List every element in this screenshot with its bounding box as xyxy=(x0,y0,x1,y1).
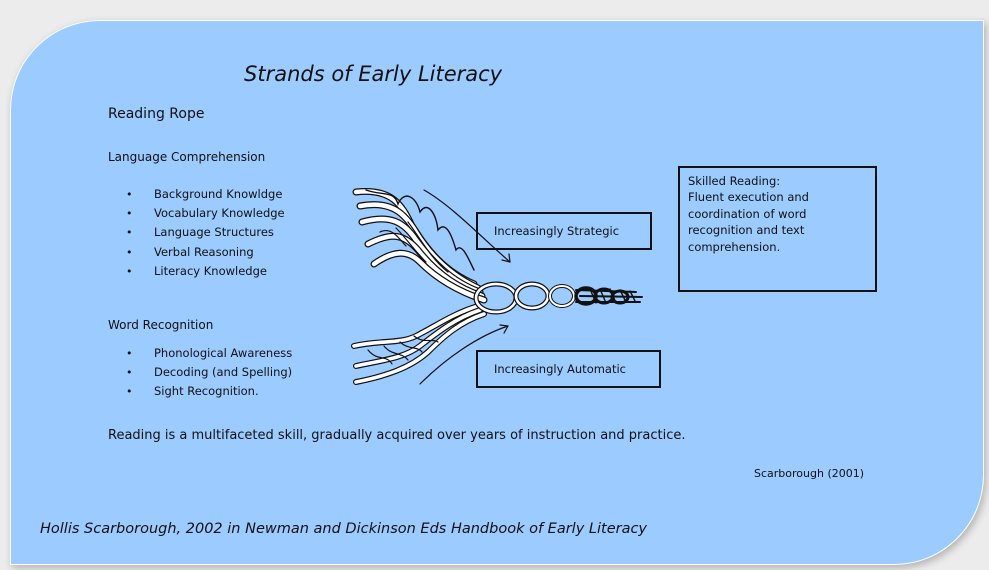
list-item: • Decoding (and Spelling) xyxy=(118,363,292,382)
word-recognition-heading: Word Recognition xyxy=(108,318,214,332)
credit: Scarborough (2001) xyxy=(754,467,865,480)
diagram-subtitle: Reading Rope xyxy=(108,106,205,122)
list-item-label: Literacy Knowledge xyxy=(154,263,267,278)
bullet-icon: • xyxy=(126,347,133,360)
slide-panel xyxy=(10,20,984,565)
automatic-label: Increasingly Automatic xyxy=(494,362,627,376)
list-item: • Verbal Reasoning xyxy=(118,243,285,262)
bullet-icon: • xyxy=(126,226,133,240)
skilled-reading-box: Skilled Reading: Fluent execution and co… xyxy=(678,166,877,292)
list-item: • Literacy Knowledge xyxy=(118,262,285,281)
automatic-arrow xyxy=(419,325,509,385)
slide-title: Strands of Early Literacy xyxy=(244,62,503,86)
caption: Reading is a multifaceted skill, gradual… xyxy=(108,428,686,443)
bullet-icon: • xyxy=(126,366,133,380)
bullet-icon: • xyxy=(126,385,133,399)
list-item-label: Language Structures xyxy=(154,225,274,240)
arrows xyxy=(419,189,511,385)
list-item: • Background Knowldge xyxy=(118,185,285,204)
list-item-label: Phonological Awareness xyxy=(154,346,293,360)
list-item-label: Decoding (and Spelling) xyxy=(154,365,293,380)
braided-rope xyxy=(473,281,643,315)
strategic-label: Increasingly Strategic xyxy=(494,224,620,238)
upper-strands xyxy=(352,187,488,304)
strategic-arrow xyxy=(423,189,511,263)
bullet-icon: • xyxy=(126,188,133,201)
citation: Hollis Scarborough, 2002 in Newman and D… xyxy=(40,521,648,537)
list-item: • Phonological Awareness xyxy=(118,344,292,363)
strategic-box: Increasingly Strategic xyxy=(476,212,652,250)
list-item-label: Verbal Reasoning xyxy=(154,244,254,259)
list-item-label: Sight Recognition. xyxy=(154,384,259,399)
lower-strands xyxy=(351,303,487,385)
bullet-icon: • xyxy=(126,207,133,221)
automatic-box: Increasingly Automatic xyxy=(476,350,661,388)
bullet-icon: • xyxy=(126,245,133,259)
list-item-label: Background Knowldge xyxy=(154,187,283,201)
list-item-label: Vocabulary Knowledge xyxy=(154,206,285,221)
word-recognition-list: • Phonological Awareness • Decoding (and S… xyxy=(118,344,292,402)
language-comprehension-heading: Language Comprehension xyxy=(108,150,266,164)
list-item: • Language Structures xyxy=(118,223,285,242)
skilled-reading-text: Skilled Reading: Fluent execution and co… xyxy=(688,174,809,254)
language-comprehension-list: • Background Knowldge • Vocabulary Knowled… xyxy=(118,185,285,281)
list-item: • Vocabulary Knowledge xyxy=(118,204,285,223)
list-item: • Sight Recognition. xyxy=(118,382,292,401)
bullet-icon: • xyxy=(126,264,133,278)
